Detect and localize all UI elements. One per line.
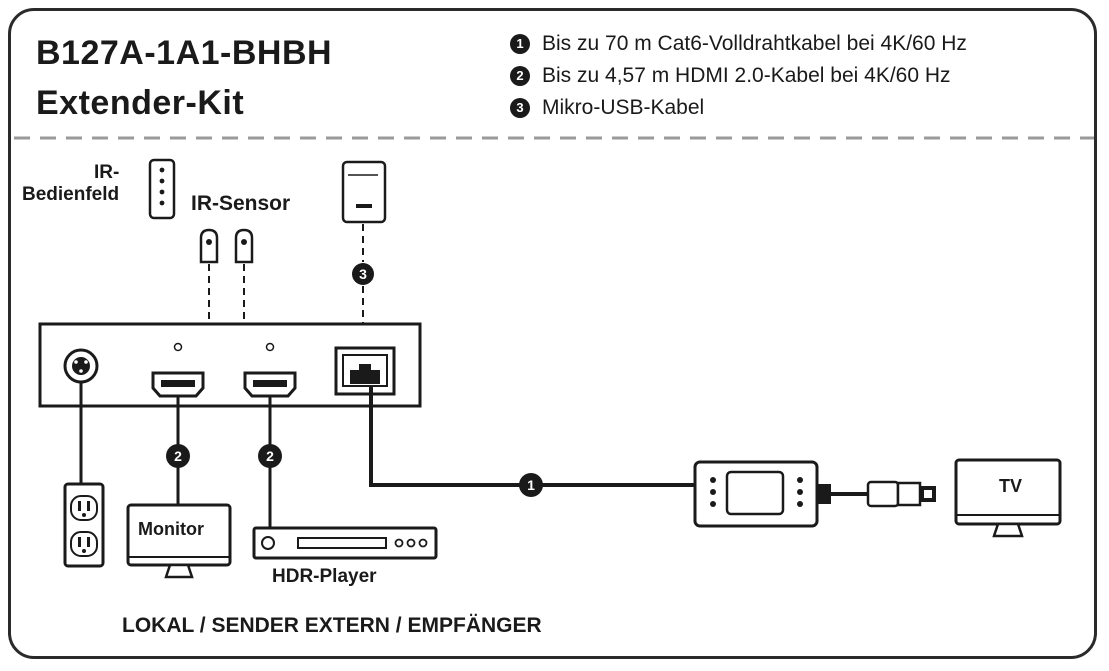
cat6-cable — [369, 386, 695, 487]
callout-3-badge — [352, 263, 374, 285]
hdmi-port-icon-2 — [243, 371, 297, 398]
hdmi-port-icon-1 — [151, 371, 205, 398]
legend-text-1: Bis zu 70 m Cat6-Volldrahtkabel bei 4K/6… — [542, 32, 967, 55]
callout-2a-text: 2 — [174, 448, 182, 464]
wall-outlet-icon — [63, 482, 105, 568]
legend-text-2: Bis zu 4,57 m HDMI 2.0-Kabel bei 4K/60 H… — [542, 64, 951, 87]
legend-item-1: 1 Bis zu 70 m Cat6-Volldrahtkabel bei 4K… — [510, 32, 967, 56]
tv-icon — [954, 458, 1062, 538]
legend-number-1: 1 — [510, 34, 530, 54]
ir-sensor-icon-2 — [234, 228, 254, 264]
legend-number-2: 2 — [510, 66, 530, 86]
tv-label: TV — [999, 476, 1023, 496]
led-1 — [173, 342, 183, 352]
hdr-player-label: HDR-Player — [272, 566, 377, 587]
callout-2b-badge — [258, 444, 282, 468]
callout-2b-text: 2 — [266, 448, 274, 464]
rj45-port-icon — [334, 346, 396, 396]
footer-caption: LOKAL / SENDER EXTERN / EMPFÄNGER — [122, 614, 542, 637]
kit-title: Extender-Kit — [36, 84, 245, 122]
ir-panel-icon — [148, 158, 176, 220]
callout-3-text: 3 — [359, 266, 367, 282]
callout-2a-badge — [166, 444, 190, 468]
hdmi-plug-icon — [866, 480, 936, 508]
power-adapter-icon — [341, 160, 387, 224]
callout-1-badge — [519, 473, 543, 497]
receiver-unit-icon — [693, 460, 831, 528]
legend-number-3: 3 — [510, 98, 530, 118]
hdr-player-icon — [252, 526, 438, 560]
legend-item-3: 3 Mikro-USB-Kabel — [510, 96, 704, 120]
ir-sensor-label: IR-Sensor — [191, 192, 291, 215]
led-2 — [265, 342, 275, 352]
power-port-icon — [63, 348, 99, 384]
callout-1-text: 1 — [527, 477, 535, 493]
model-title: B127A-1A1-BHBH — [36, 34, 333, 72]
legend-item-2: 2 Bis zu 4,57 m HDMI 2.0-Kabel bei 4K/60… — [510, 64, 951, 88]
monitor-label: Monitor — [138, 519, 204, 539]
ir-panel-label-line1: IR- — [94, 162, 120, 183]
monitor-icon — [126, 503, 232, 579]
ir-sensor-icon-1 — [199, 228, 219, 264]
legend-text-3: Mikro-USB-Kabel — [542, 96, 705, 119]
ir-panel-label-line2: Bedienfeld — [22, 184, 120, 205]
